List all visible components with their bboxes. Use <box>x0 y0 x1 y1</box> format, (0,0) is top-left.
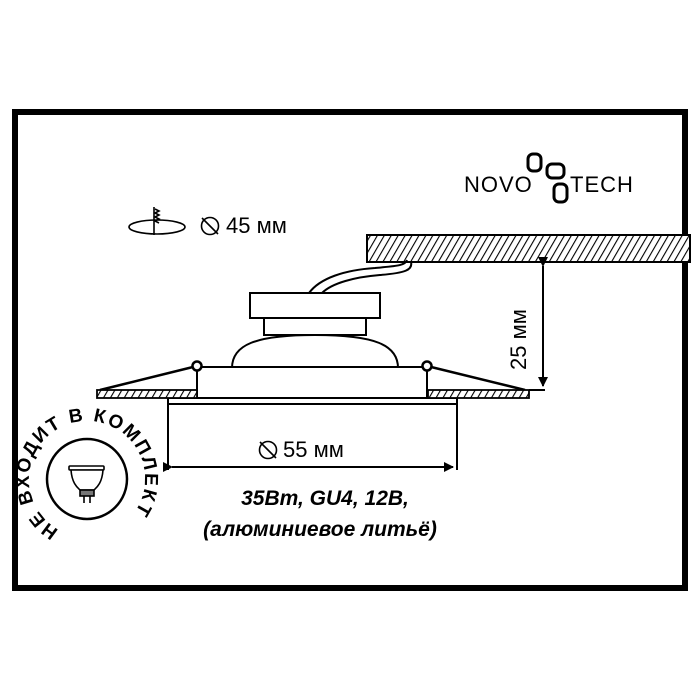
novotech-logo-mark <box>526 152 569 204</box>
diameter-55-dimension <box>163 404 458 472</box>
diameter-symbol-icon <box>200 216 278 460</box>
depth-label: 25 мм <box>506 309 531 370</box>
fixture-body <box>167 292 458 405</box>
power-cable <box>308 259 413 294</box>
outer-diameter-label: 55 мм <box>283 437 344 462</box>
brand-name-left: NOVO <box>464 172 533 197</box>
spec-line-1: 35Вт, GU4, 12В, <box>241 487 409 510</box>
depth-25-dimension <box>529 257 548 391</box>
lamp-not-included-badge: НЕ ВХОДИТ В КОМПЛЕКТ <box>13 405 159 543</box>
brand-name-right: TECH <box>570 172 634 197</box>
mr11-lamp-icon <box>68 465 105 503</box>
ceiling-slab <box>366 234 691 263</box>
spring-clips <box>99 360 526 392</box>
cutout-diameter-label: 45 мм <box>226 213 287 238</box>
ceiling-board <box>96 389 530 399</box>
cutout-hole-icon <box>128 207 186 235</box>
spec-line-2: (алюминиевое литьё) <box>203 518 437 541</box>
